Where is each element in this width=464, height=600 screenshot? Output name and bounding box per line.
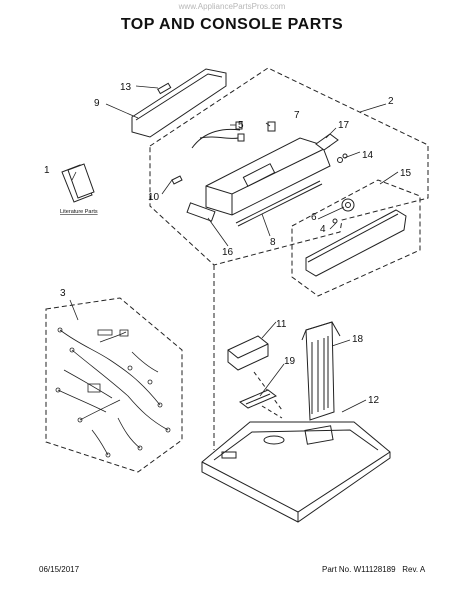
panel-part-15: [305, 209, 407, 277]
wire-part-5: [191, 121, 245, 149]
rev-label: Rev.: [402, 565, 419, 574]
part-no-label: Part No.: [322, 565, 352, 574]
lint-filter-part-18: [301, 321, 341, 421]
callout-8: 8: [270, 237, 276, 248]
part-no-value: W11128189: [353, 565, 396, 574]
console-group-outline: [149, 67, 429, 266]
footer-part-info: Part No. W11128189 Rev. A: [322, 565, 425, 574]
strip-part-8: [235, 180, 321, 224]
knob-part-17: [315, 133, 339, 151]
callout-15: 15: [400, 168, 412, 179]
wire-harness-part: [55, 327, 171, 458]
callout-5: 5: [238, 120, 244, 131]
encoder-part-6: [332, 198, 355, 224]
callout-2: 2: [388, 96, 394, 107]
switch-part-7: [267, 121, 276, 132]
callout-14: 14: [362, 150, 374, 161]
callout-12: 12: [368, 395, 380, 406]
callout-4: 4: [320, 224, 326, 235]
screw-part-14: [337, 153, 348, 163]
watermark: www.AppliancePartsPros.com: [178, 2, 286, 11]
callout-3: 3: [60, 288, 66, 299]
board-part-16: [186, 202, 216, 222]
connector-line-19: [261, 405, 283, 419]
callout-13: 13: [120, 82, 132, 93]
callout-labels: 1 2 3 4 5 6 7 8 9 10 11 12 13 14 15 16 1…: [44, 82, 412, 406]
page-title: TOP AND CONSOLE PARTS: [120, 16, 344, 33]
callout-11: 11: [276, 319, 287, 330]
literature-label: Literature Parts: [60, 209, 98, 215]
literature-part: [61, 163, 95, 203]
callout-6: 6: [311, 212, 317, 223]
panel-group-outline: [291, 179, 421, 297]
screw-part-10: [171, 175, 183, 185]
top-panel-part-12: [201, 421, 391, 523]
callout-19: 19: [284, 356, 296, 367]
rev-value: A: [419, 565, 426, 574]
console-body-part: [205, 137, 331, 216]
callout-17: 17: [338, 120, 350, 131]
harness-group-outline: [45, 297, 183, 473]
callout-10: 10: [148, 192, 160, 203]
callout-7: 7: [294, 110, 300, 121]
callout-1: 1: [44, 165, 50, 176]
footer-date: 06/15/2017: [39, 565, 80, 574]
top-cover-part: [131, 68, 227, 138]
leader-lines: [69, 85, 399, 413]
callout-16: 16: [222, 247, 234, 258]
callout-9: 9: [94, 98, 100, 109]
control-board-part-11: [227, 335, 269, 371]
part-19: [239, 389, 277, 409]
callout-18: 18: [352, 334, 364, 345]
